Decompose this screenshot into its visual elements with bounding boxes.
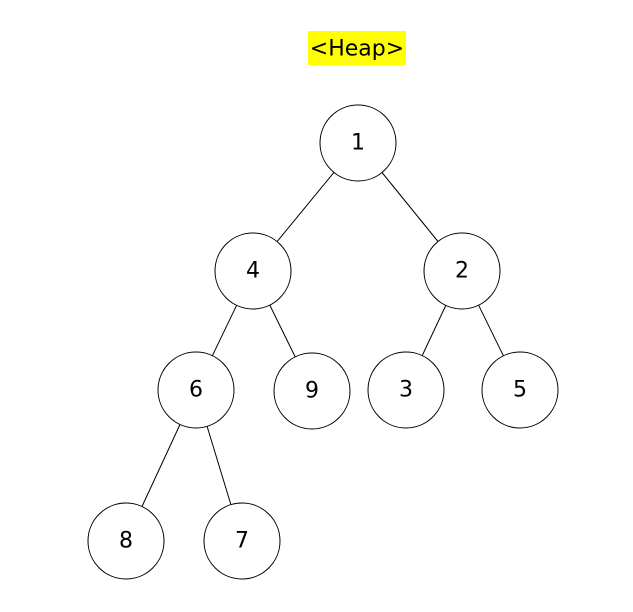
title-text: <Heap> <box>310 37 404 62</box>
node-circle <box>319 104 397 182</box>
node-label: 4 <box>246 259 260 284</box>
node-circle <box>214 232 292 310</box>
tree-node-3: 3 <box>367 351 445 429</box>
edge-1-2 <box>381 172 439 242</box>
tree-node-4: 4 <box>214 232 292 310</box>
edge-1-4 <box>276 172 335 242</box>
diagram-title: <Heap> <box>308 31 406 65</box>
node-label: 1 <box>351 131 365 156</box>
node-label: 6 <box>189 378 203 403</box>
node-circle <box>157 351 235 429</box>
tree-node-9: 9 <box>273 352 351 430</box>
node-label: 8 <box>119 529 133 554</box>
tree-node-8: 8 <box>87 502 165 580</box>
node-label: 3 <box>399 378 413 403</box>
tree-node-5: 5 <box>481 351 559 429</box>
edge-4-6 <box>211 305 238 356</box>
node-label: 7 <box>235 529 249 554</box>
edge-4-9 <box>269 304 296 358</box>
edge-2-3 <box>421 305 447 356</box>
node-label: 2 <box>455 259 469 284</box>
edge-6-7 <box>206 426 232 505</box>
title-highlight <box>308 31 406 65</box>
edges-layer <box>141 172 504 507</box>
edge-6-8 <box>141 424 181 507</box>
node-label: 9 <box>305 379 319 404</box>
tree-node-1: 1 <box>319 104 397 182</box>
node-circle <box>87 502 165 580</box>
edge-2-5 <box>478 304 504 357</box>
node-circle <box>481 351 559 429</box>
tree-node-7: 7 <box>203 502 281 580</box>
node-circle <box>423 232 501 310</box>
node-label: 5 <box>513 378 527 403</box>
nodes-layer: 1 4 2 6 9 3 5 8 7 <box>87 104 559 580</box>
node-circle <box>367 351 445 429</box>
node-circle <box>203 502 281 580</box>
tree-node-6: 6 <box>157 351 235 429</box>
node-circle <box>273 352 351 430</box>
tree-node-2: 2 <box>423 232 501 310</box>
